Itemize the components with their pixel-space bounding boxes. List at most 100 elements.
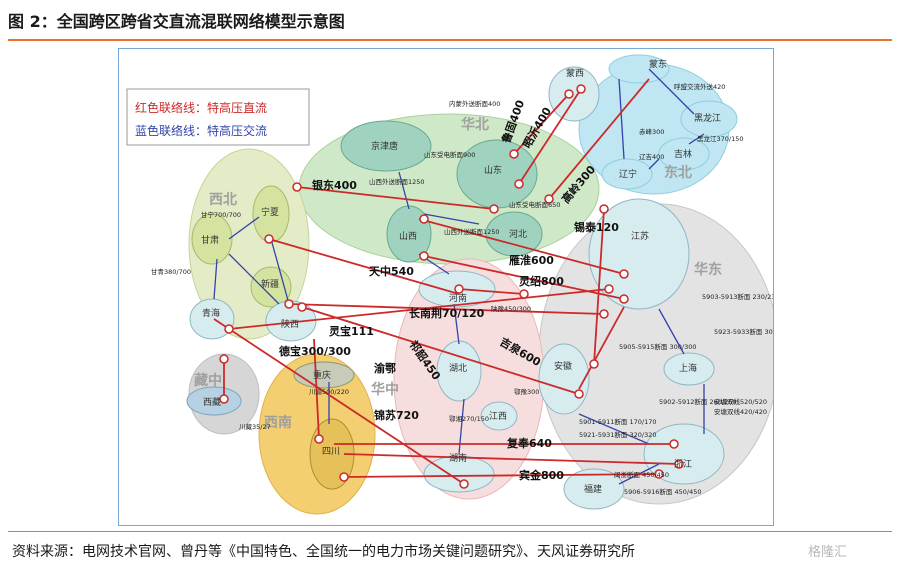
dc-line-2	[513, 93, 570, 155]
section-label: 山东受电断面650	[509, 200, 560, 209]
line-label-xitai: 锡泰120	[574, 220, 619, 234]
section-label: 5921-5931断面 320/320	[579, 430, 657, 439]
dc-line-15	[343, 453, 680, 465]
province-label-jingjintang: 京津唐	[371, 140, 398, 152]
ac-line-11	[213, 258, 218, 300]
section-label: 5906-5916断面 450/450	[624, 487, 702, 496]
node-dot	[339, 472, 349, 482]
section-label: 鄂湘270/150	[449, 414, 489, 423]
province-hunan	[423, 455, 495, 493]
section-label: 闽浙断面 450/450	[614, 470, 669, 479]
province-label-henan: 河南	[449, 292, 467, 304]
node-dot	[219, 394, 229, 404]
legend-box	[126, 88, 310, 146]
section-label: 川渝500/220	[309, 387, 349, 396]
province-zhejiang	[643, 423, 725, 485]
province-label-hunan: 湖南	[449, 452, 467, 464]
node-dot	[284, 299, 294, 309]
node-dot	[574, 389, 584, 399]
node-dot	[297, 302, 307, 312]
province-label-jilin: 吉林	[674, 148, 692, 160]
section-label: 5901-5911断面 170/170	[579, 417, 657, 426]
node-dot	[264, 234, 274, 244]
province-label-chongqing: 重庆	[313, 369, 331, 381]
section-label: 内蒙外送断面400	[449, 99, 500, 108]
ac-line-1	[398, 171, 410, 210]
province-label-ningxia: 宁夏	[261, 206, 279, 218]
ac-line-9	[648, 158, 660, 170]
grid-network-diagram: 红色联络线：特高压直流 蓝色联络线：特高压交流 华北 东北 西北 华东 华中 西…	[126, 54, 773, 515]
node-dot	[454, 284, 464, 294]
province-label-hebei: 河北	[509, 228, 527, 240]
province-heilongjiang	[680, 100, 738, 138]
node-dot	[489, 204, 499, 214]
ac-line-7	[648, 68, 695, 115]
node-dot	[599, 309, 609, 319]
province-label-gansu: 甘肃	[201, 234, 219, 246]
line-label-jinsu: 锦苏720	[374, 408, 419, 422]
province-fujian	[563, 468, 625, 510]
dc-line-4	[548, 78, 650, 200]
province-label-heilongjiang: 黑龙江	[694, 112, 721, 124]
title-divider	[8, 39, 892, 41]
province-label-jiangxi: 江西	[489, 411, 507, 422]
province-label-shanghai: 上海	[679, 362, 697, 374]
region-label-southwest: 西南	[264, 414, 292, 431]
section-label: 安塘双线420/420	[714, 407, 767, 416]
province-anhui	[538, 343, 590, 415]
province-qinghai	[189, 298, 235, 340]
dc-line-3	[518, 88, 582, 185]
line-label-debao: 德宝300/300	[278, 344, 351, 358]
section-label: 5923-5933断面 300/300	[714, 327, 773, 336]
node-dot	[224, 324, 234, 334]
province-label-liaoning: 辽宁	[619, 168, 637, 180]
node-dot	[509, 149, 519, 159]
dc-line-10	[301, 306, 580, 395]
section-label: 山西外送断面1250	[369, 177, 425, 186]
dc-line-18	[578, 306, 625, 390]
node-dot	[674, 459, 684, 469]
section-label: 赤峰300	[639, 127, 664, 136]
section-label: 5903-5913断面 230/230	[702, 292, 773, 301]
province-label-jiangsu: 江苏	[631, 230, 649, 242]
ac-line-6	[618, 78, 625, 160]
line-label-yindong: 银东400	[312, 178, 357, 192]
node-dot	[419, 251, 429, 261]
line-label-changnanjing: 长南荆70/120	[409, 306, 485, 320]
node-dot	[576, 84, 586, 94]
node-dot	[599, 204, 609, 214]
province-jiangxi	[480, 401, 518, 431]
node-dot	[459, 479, 469, 489]
province-label-shanxi: 山西	[399, 231, 417, 242]
province-jingjintang	[340, 120, 432, 172]
province-label-zhejiang: 浙江	[674, 458, 692, 470]
dc-line-1	[296, 186, 495, 210]
province-mengdong	[608, 54, 670, 84]
ac-line-4	[453, 303, 460, 345]
line-label-lingshao: 灵绍800	[519, 274, 564, 288]
node-dot	[619, 294, 629, 304]
province-gansu	[191, 213, 233, 265]
node-dot	[219, 354, 229, 364]
ac-line-10	[228, 216, 260, 240]
dc-line-19	[458, 288, 525, 295]
section-label: 川藏35/27	[239, 422, 271, 431]
dc-line-5	[418, 218, 625, 275]
dc-line-7	[268, 238, 460, 295]
node-dot	[519, 289, 529, 299]
ac-line-17	[578, 413, 650, 445]
province-label-hubei: 湖北	[449, 363, 467, 374]
node-dot	[419, 214, 429, 224]
ac-line-2	[423, 213, 480, 225]
province-label-shaanxi: 陕西	[281, 318, 299, 330]
node-dot	[564, 89, 574, 99]
province-label-qinghai: 青海	[202, 307, 220, 319]
section-label: 安塘双线520/520	[714, 397, 767, 406]
region-label-northwest: 西北	[209, 192, 237, 208]
province-jilin	[658, 137, 710, 171]
line-label-lingbao: 灵宝111	[329, 324, 374, 338]
dc-line-9	[228, 288, 610, 330]
dc-line-8	[288, 303, 605, 315]
province-liaoning	[601, 158, 653, 190]
node-dot	[654, 469, 664, 479]
